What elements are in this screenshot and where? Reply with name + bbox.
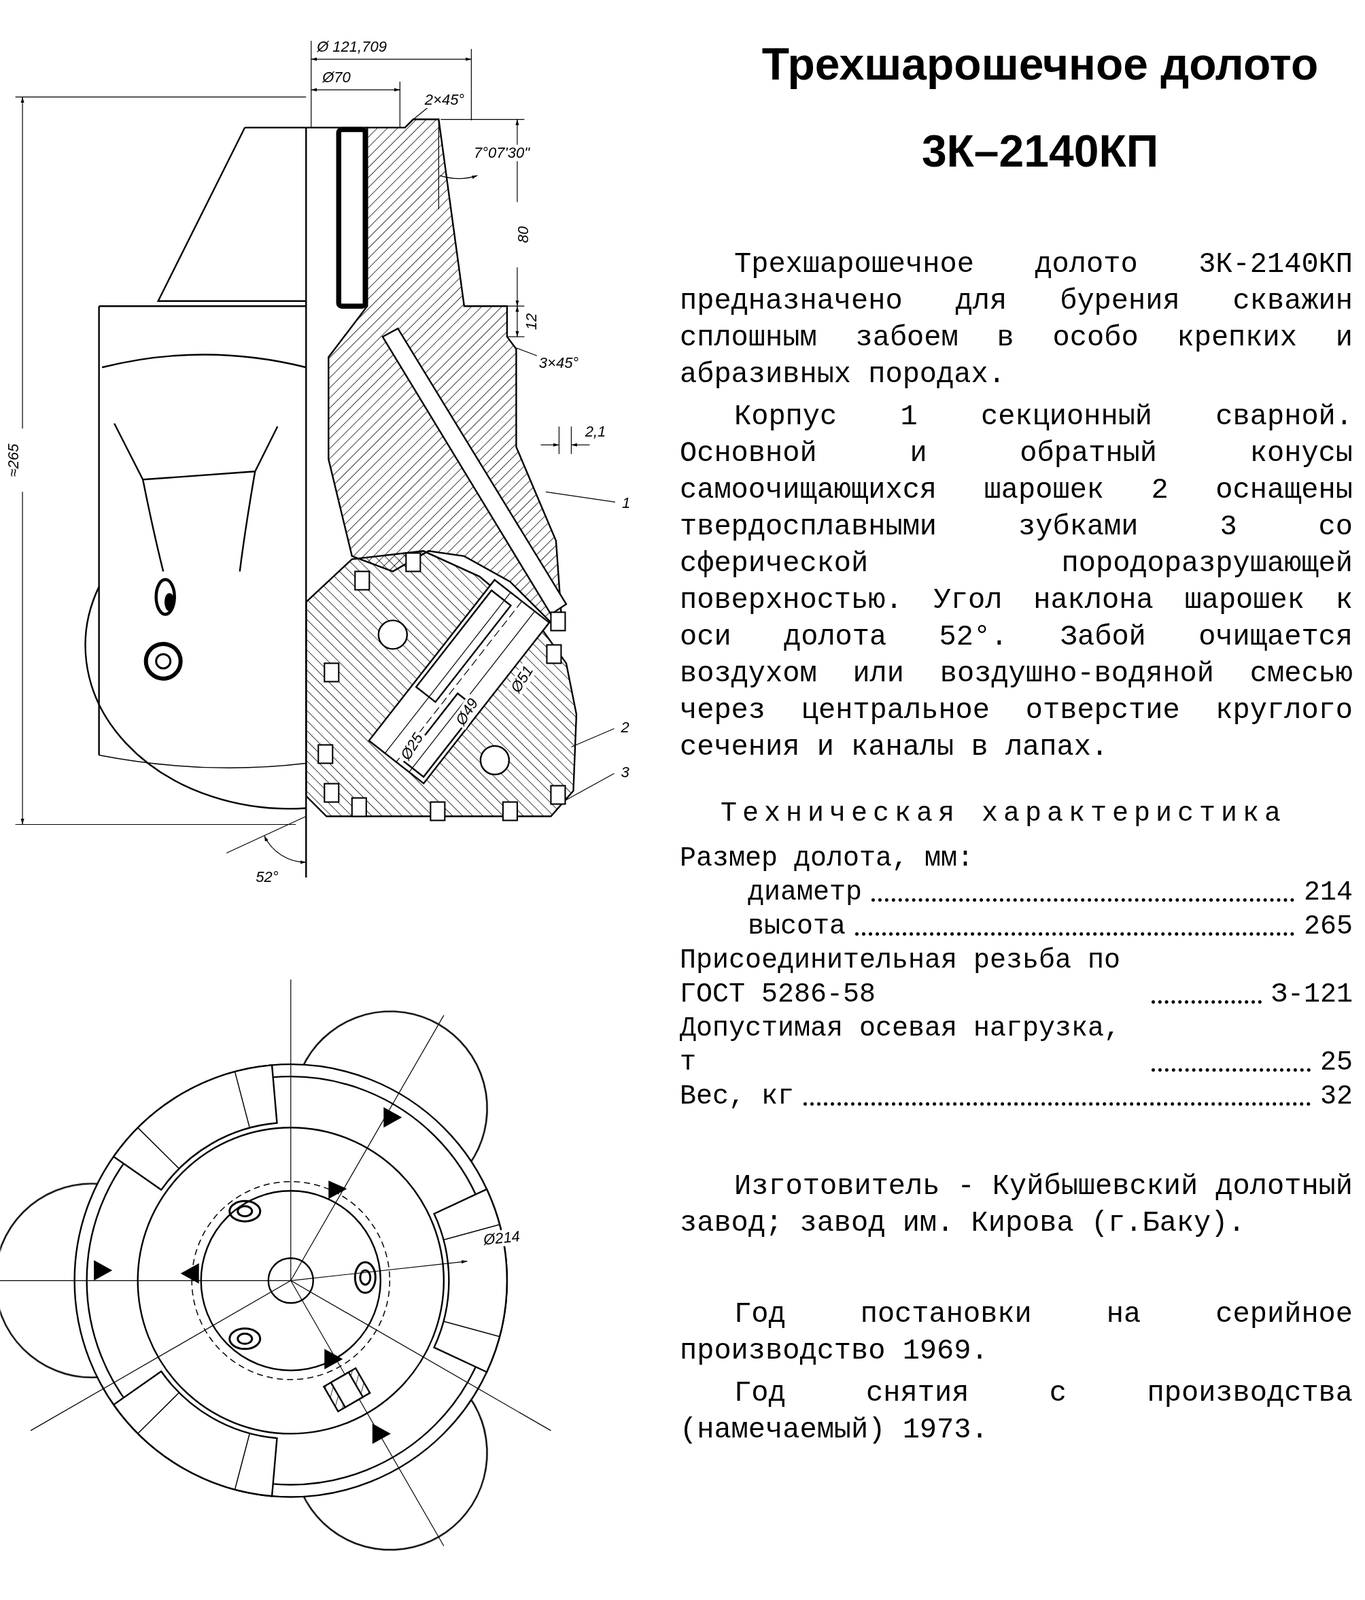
spec-value: 214 — [1303, 875, 1353, 910]
dimension: 2,1 — [583, 423, 609, 440]
spec-name: Допустимая осевая нагрузка, т — [679, 1011, 1143, 1080]
dimension: Ø49 — [451, 693, 483, 730]
dimension: Ø25 — [396, 728, 428, 765]
page-title: Трехшарошечное долото 3К–2140КП — [727, 20, 1353, 195]
manufacturer-note: Изготовитель - Куйбышевский долотный зав… — [679, 1167, 1353, 1242]
spec-row: Присоединительная резьба по ГОСТ 5286-58… — [679, 943, 1353, 1012]
dimension: 3×45° — [537, 354, 581, 372]
callout-number: 1 — [619, 494, 633, 512]
spec-name: диаметр — [747, 875, 862, 910]
production-note: Год постановки на серийное производство … — [679, 1295, 1353, 1370]
dimension: 12 — [523, 310, 540, 332]
callout-number: 3 — [618, 764, 631, 781]
side-view — [15, 40, 616, 878]
spec-row: Вес, кг 32 — [679, 1079, 1353, 1114]
dimension: Ø51 — [506, 660, 538, 697]
production-note: Год снятия с производства (намечаемый) 1… — [679, 1374, 1353, 1448]
dimension: Ø 121,709 — [314, 38, 389, 56]
spec-value: 265 — [1303, 909, 1353, 944]
spec-value: 32 — [1320, 1079, 1353, 1114]
description: Корпус 1 секционный сварной. Основной и … — [679, 398, 1353, 766]
spec-row: Размер долота, мм: — [679, 841, 1353, 876]
dot-leader — [1151, 999, 1262, 1004]
description: Трехшарошечное долото 3К-2140КП предназн… — [679, 246, 1353, 393]
spec-value: 25 — [1320, 1045, 1353, 1080]
spec-name: высота — [747, 909, 846, 944]
callout-number: 2 — [618, 719, 631, 736]
top-view — [0, 975, 551, 1585]
dot-leader — [1151, 1067, 1311, 1072]
section-heading: Техническая характеристика — [720, 795, 1353, 833]
text-column: Трехшарошечное долото 3К-2140КП предназн… — [679, 246, 1353, 1448]
dimension: 2×45° — [422, 91, 467, 109]
spec-row: высота 265 — [679, 909, 1353, 944]
spec-row: Допустимая осевая нагрузка, т 25 — [679, 1011, 1353, 1080]
dimension: ≈265 — [5, 441, 22, 479]
dimension: 80 — [515, 224, 532, 245]
spec-row: диаметр 214 — [679, 875, 1353, 910]
dimension: Ø70 — [320, 69, 353, 86]
spec-name: Присоединительная резьба по ГОСТ 5286-58 — [679, 943, 1143, 1012]
dot-leader — [871, 897, 1295, 902]
spec-name: Размер долота, мм: — [679, 841, 974, 876]
dot-leader — [855, 931, 1295, 936]
dimension: Ø214 — [480, 1227, 523, 1249]
dot-leader — [803, 1101, 1311, 1106]
angle-dimension: 52° — [253, 868, 281, 886]
spec-name: Вес, кг — [679, 1079, 794, 1114]
angle-dimension: 7°07'30" — [471, 144, 532, 162]
spec-value: З-121 — [1271, 977, 1353, 1012]
